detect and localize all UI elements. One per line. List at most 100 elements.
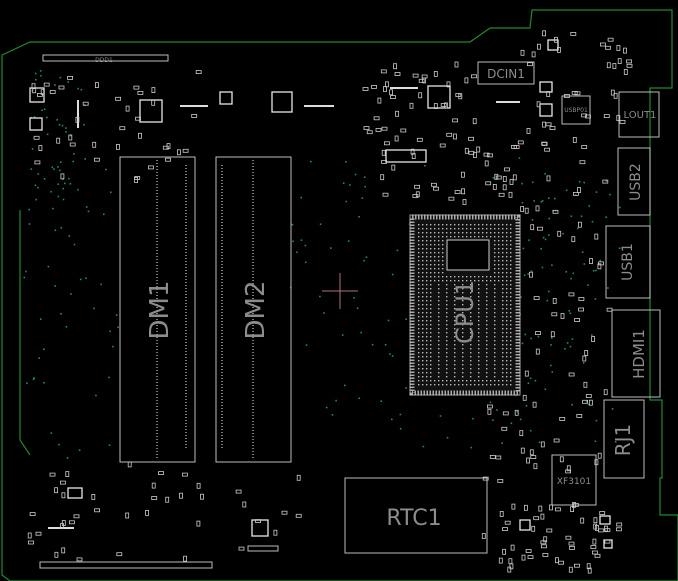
passive-component [551, 312, 558, 317]
via [614, 441, 617, 443]
passive-component [585, 114, 591, 119]
ic-package [219, 91, 233, 105]
via [605, 216, 607, 218]
via [353, 297, 355, 299]
cpu-ball [442, 248, 444, 250]
via [292, 240, 294, 243]
cpu-ball [434, 236, 436, 238]
via [69, 134, 72, 137]
passive-component [504, 167, 510, 172]
cpu-ball [474, 224, 476, 226]
via [387, 319, 390, 322]
cpu-ball [498, 224, 500, 226]
cpu-ball [418, 236, 420, 238]
cpu-label: CPU1 [451, 280, 479, 344]
cpu-ball [426, 320, 428, 322]
passive-component [520, 206, 524, 212]
passive-component [191, 114, 198, 118]
cpu-ball [506, 364, 508, 366]
cpu-ball [502, 292, 504, 294]
via [548, 197, 550, 199]
cpu-ball [494, 308, 496, 310]
cpu-ball [422, 272, 424, 274]
cpu-ball [486, 308, 488, 310]
usb2-label: USB2 [628, 163, 644, 201]
cpu-ball [438, 236, 440, 238]
via [530, 337, 532, 340]
passive-component [535, 205, 540, 212]
cpu-ball [494, 228, 496, 230]
via [80, 88, 83, 91]
cpu-ball [466, 280, 468, 282]
via [492, 419, 494, 421]
cpu-ball [422, 252, 424, 254]
cpu-ball [470, 232, 472, 234]
passive-component [433, 186, 439, 191]
passive-component [524, 504, 528, 511]
passive-component [462, 199, 467, 205]
passive-component [483, 152, 490, 157]
cpu-ball [506, 252, 508, 254]
cpu-ball [446, 368, 448, 370]
cpu-ball [430, 292, 432, 294]
via [577, 227, 579, 230]
cpu-ball [438, 288, 440, 290]
cpu-ball [462, 300, 464, 302]
cpu-ball [438, 372, 440, 374]
passive-component [135, 116, 141, 121]
passive-component [591, 336, 595, 342]
via [571, 404, 573, 406]
cpu-ball [446, 288, 448, 290]
cpu-ball [494, 360, 496, 362]
passive-component [75, 116, 80, 123]
cpu-ball [502, 312, 504, 314]
via [587, 284, 589, 286]
cpu-ball [486, 324, 488, 326]
via [583, 181, 585, 184]
cpu-ball [430, 340, 432, 342]
origin-crosshair-icon [322, 273, 358, 309]
via [43, 348, 45, 350]
passive-component [559, 416, 566, 421]
cpu-ball [494, 244, 496, 246]
cpu-ball [446, 372, 448, 374]
cpu-ball [494, 260, 496, 262]
passive-component [73, 514, 80, 519]
cpu-ball [442, 280, 444, 282]
cpu-ball [494, 316, 496, 318]
passive-component [454, 190, 461, 195]
cpu-ball [470, 300, 472, 302]
cpu-ball [454, 320, 456, 322]
passive-component [549, 126, 556, 130]
cpu-ball [438, 320, 440, 322]
via [59, 76, 62, 79]
passive-component [95, 82, 99, 88]
passive-component [502, 411, 509, 416]
via [580, 215, 583, 218]
cpu-ball [426, 332, 428, 334]
cpu-ball [426, 232, 428, 234]
via [64, 182, 66, 185]
cpu-ball [442, 236, 444, 238]
rtc-battery: RTC1 [344, 477, 488, 554]
cpu-ball [494, 340, 496, 342]
passive-component [151, 496, 158, 500]
cpu-ball [470, 296, 472, 298]
cpu-ball [418, 248, 420, 250]
cpu-ball [506, 332, 508, 334]
ic-package [385, 149, 427, 163]
via [592, 270, 595, 272]
passive-component [498, 192, 505, 197]
passive-component [524, 370, 529, 377]
ddd-label: DDD1 [95, 57, 113, 64]
memory-slot-dm1: DM1 [119, 156, 196, 463]
cpu-ball [426, 280, 428, 282]
cpu-ball [462, 360, 464, 362]
cpu-ball [470, 344, 472, 346]
passive-component [594, 233, 599, 240]
cpu-ball [466, 236, 468, 238]
cpu-ball [434, 268, 436, 270]
cpu-ball [494, 292, 496, 294]
passive-component [49, 472, 56, 477]
cpu-ball [426, 336, 428, 338]
